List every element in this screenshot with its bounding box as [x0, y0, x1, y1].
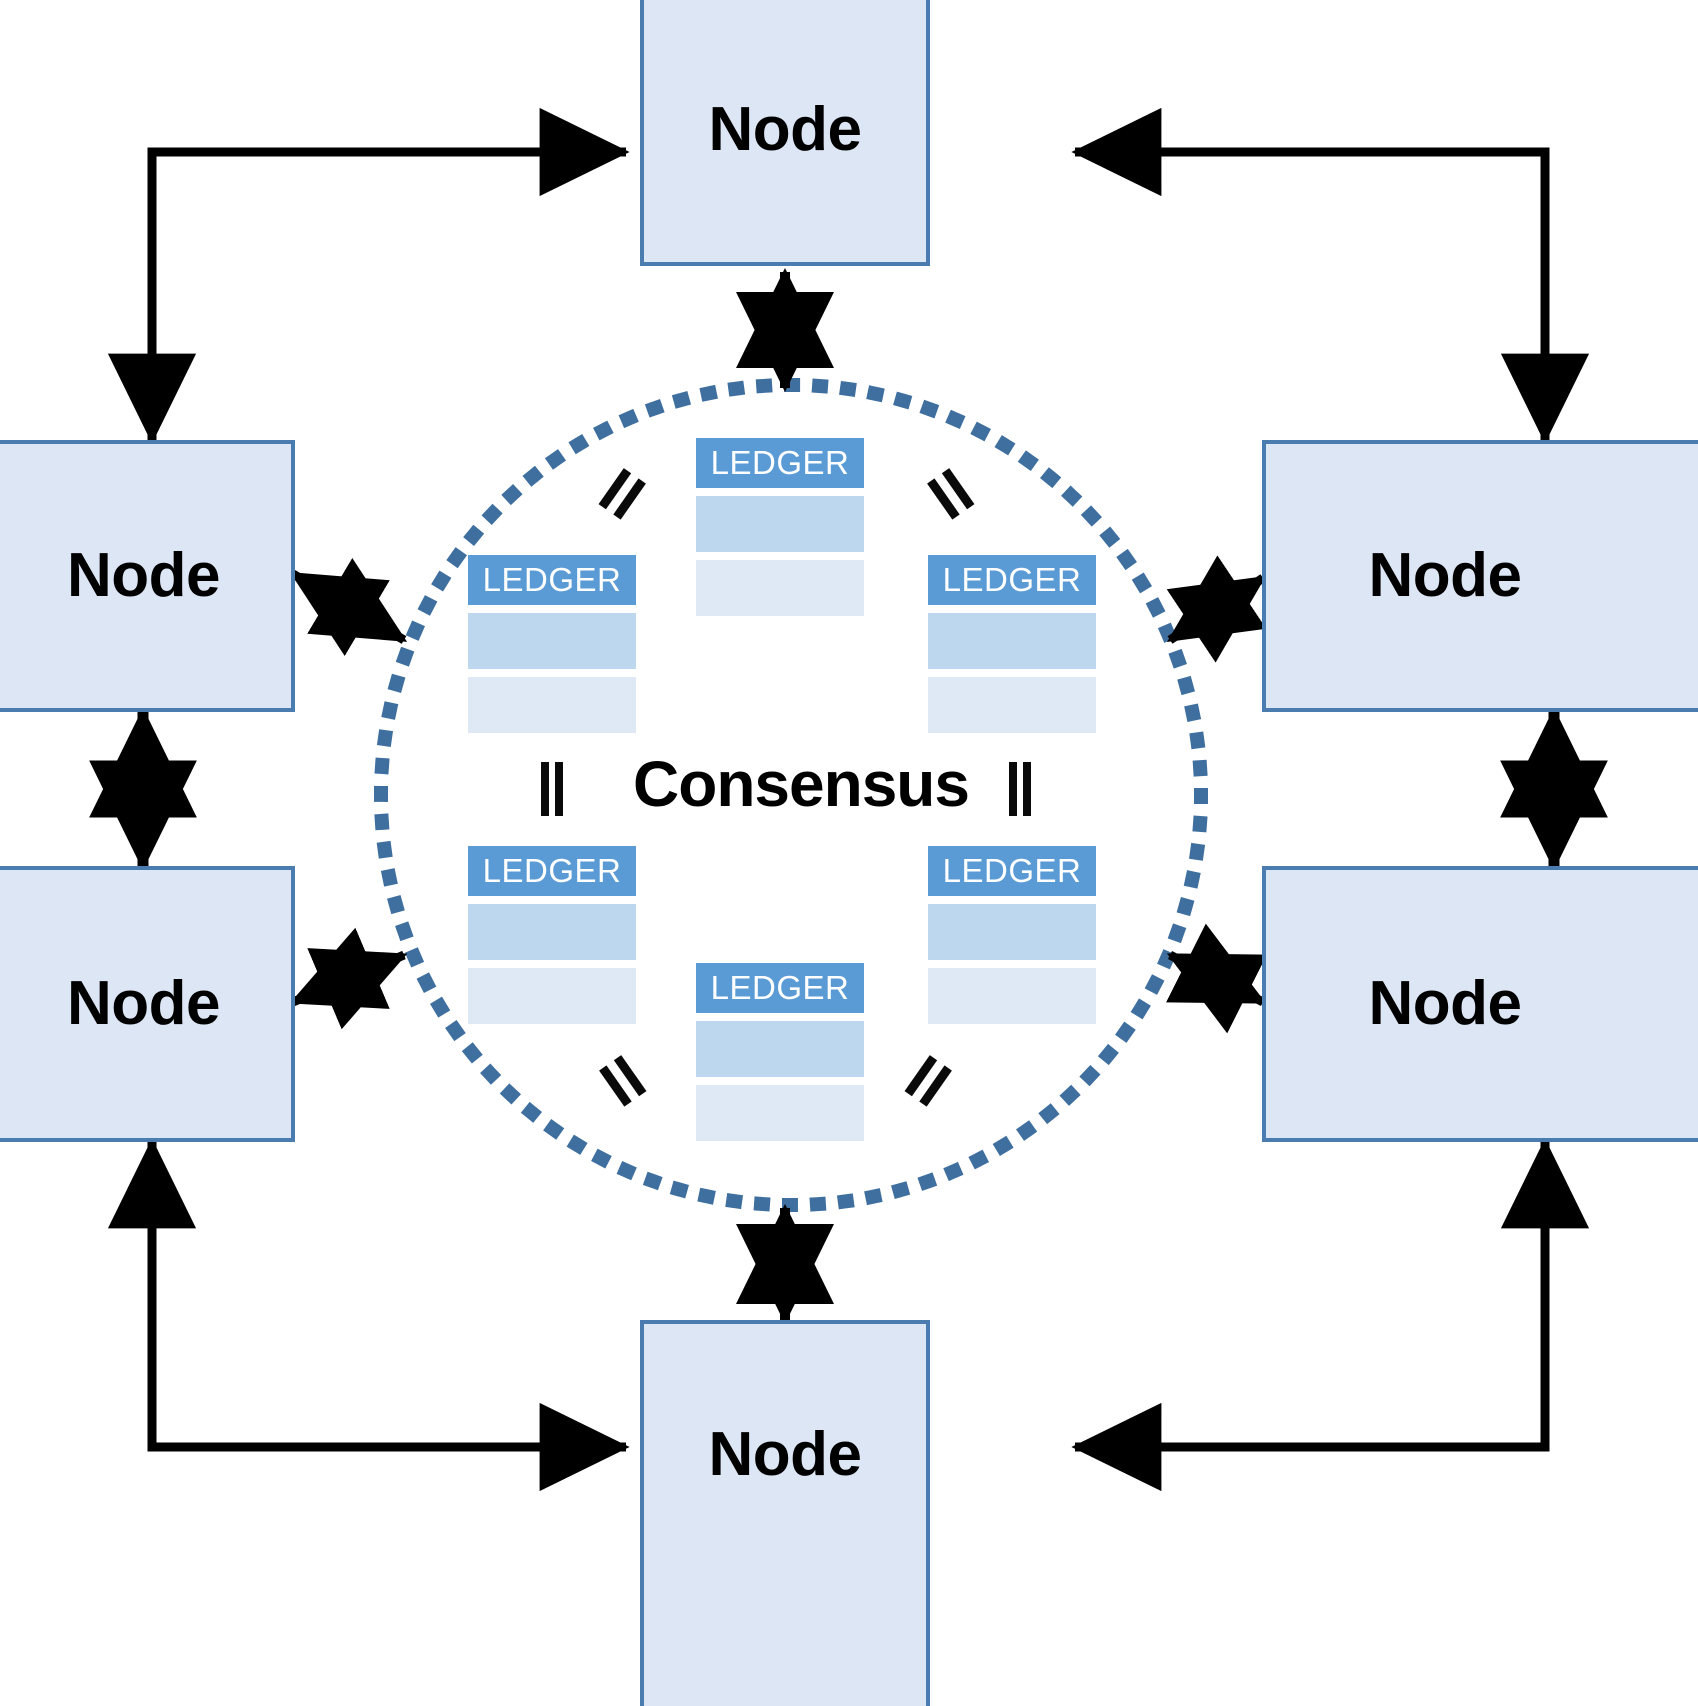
- ledger-top-title: LEDGER: [696, 438, 864, 488]
- node-left-lower-label: Node: [67, 969, 221, 1038]
- ledger-lower-left-row-1: [468, 904, 636, 960]
- connector-left-lower-to-bottom: [107, 1138, 630, 1492]
- ledger-bottom[interactable]: LEDGER: [696, 963, 864, 1141]
- connector-circle-to-right-lower: [1165, 923, 1268, 1034]
- equals-bar: [1009, 762, 1017, 816]
- ledger-upper-right-row-2: [928, 677, 1096, 733]
- node-top-label: Node: [708, 95, 863, 164]
- equals-bar: [541, 762, 549, 816]
- node-left-upper[interactable]: Node: [0, 440, 295, 712]
- connector-right-lower-to-bottom: [1071, 1138, 1590, 1492]
- connector-circle-to-right-upper: [1166, 555, 1267, 663]
- node-right-upper[interactable]: Node: [1262, 440, 1698, 712]
- consensus-label: Consensus: [633, 748, 970, 820]
- ledger-upper-right[interactable]: LEDGER: [928, 555, 1096, 733]
- equals-mark-middle-left: [536, 762, 566, 816]
- ledger-top-row-2: [696, 560, 864, 616]
- ledger-bottom-row-1: [696, 1021, 864, 1077]
- connector-left-upper-to-top: [107, 107, 630, 444]
- node-bottom-label: Node: [708, 1420, 863, 1489]
- node-right-lower-label: Node: [1368, 969, 1523, 1038]
- ledger-upper-right-title: LEDGER: [928, 555, 1096, 605]
- ledger-bottom-row-2: [696, 1085, 864, 1141]
- node-left-lower[interactable]: Node: [0, 866, 295, 1142]
- equals-bar: [1023, 762, 1031, 816]
- ledger-lower-right-title: LEDGER: [928, 846, 1096, 896]
- connector-right-upper-to-top: [1071, 107, 1590, 444]
- node-bottom[interactable]: Node: [640, 1320, 930, 1706]
- ledger-top-row-1: [696, 496, 864, 552]
- ledger-lower-left-row-2: [468, 968, 636, 1024]
- ledger-bottom-title: LEDGER: [696, 963, 864, 1013]
- ledger-top[interactable]: LEDGER: [696, 438, 864, 616]
- node-right-lower[interactable]: Node: [1262, 866, 1698, 1142]
- ledger-upper-left-row-1: [468, 613, 636, 669]
- ledger-lower-left-title: LEDGER: [468, 846, 636, 896]
- node-right-upper-label: Node: [1368, 541, 1523, 610]
- ledger-lower-right-row-1: [928, 904, 1096, 960]
- node-left-upper-label: Node: [67, 541, 221, 610]
- equals-mark-middle-right: [1004, 762, 1034, 816]
- equals-bar: [555, 762, 563, 816]
- ledger-upper-left-title: LEDGER: [468, 555, 636, 605]
- ledger-lower-right-row-2: [928, 968, 1096, 1024]
- connector-circle-to-left-upper: [289, 557, 408, 657]
- ledger-lower-right[interactable]: LEDGER: [928, 846, 1096, 1024]
- node-top[interactable]: Node: [640, 0, 930, 266]
- ledger-upper-left[interactable]: LEDGER: [468, 555, 636, 733]
- ledger-upper-right-row-1: [928, 613, 1096, 669]
- ledger-lower-left[interactable]: LEDGER: [468, 846, 636, 1024]
- connector-circle-to-left-lower: [289, 927, 408, 1030]
- ledger-upper-left-row-2: [468, 677, 636, 733]
